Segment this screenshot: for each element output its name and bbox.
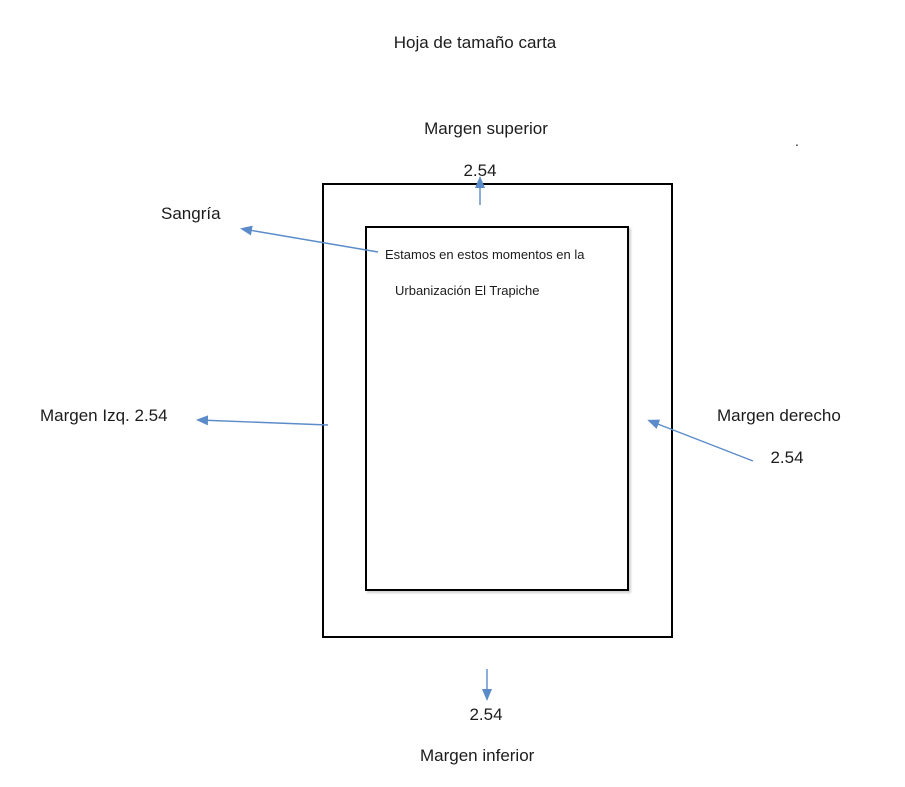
page-outline bbox=[322, 183, 673, 638]
left-margin-arrow bbox=[196, 415, 329, 426]
right-margin-value: 2.54 bbox=[770, 448, 804, 467]
top-margin-label: Margen superior bbox=[424, 119, 548, 138]
bottom-margin-value: 2.54 bbox=[469, 705, 503, 724]
page-text-line2: Urbanización El Trapiche bbox=[395, 283, 540, 298]
indent-label: Sangría bbox=[161, 204, 221, 223]
diagram-title: Hoja de tamaño carta bbox=[393, 33, 557, 52]
page-text-line1: Estamos en estos momentos en la bbox=[385, 247, 585, 262]
right-margin-label: Margen derecho bbox=[717, 406, 841, 425]
bottom-margin-label: Margen inferior bbox=[420, 746, 535, 765]
stray-dot: . bbox=[795, 133, 799, 149]
left-margin-label: Margen Izq. 2.54 bbox=[40, 406, 168, 425]
text-area-outline bbox=[365, 226, 629, 591]
top-margin-value: 2.54 bbox=[463, 161, 497, 180]
